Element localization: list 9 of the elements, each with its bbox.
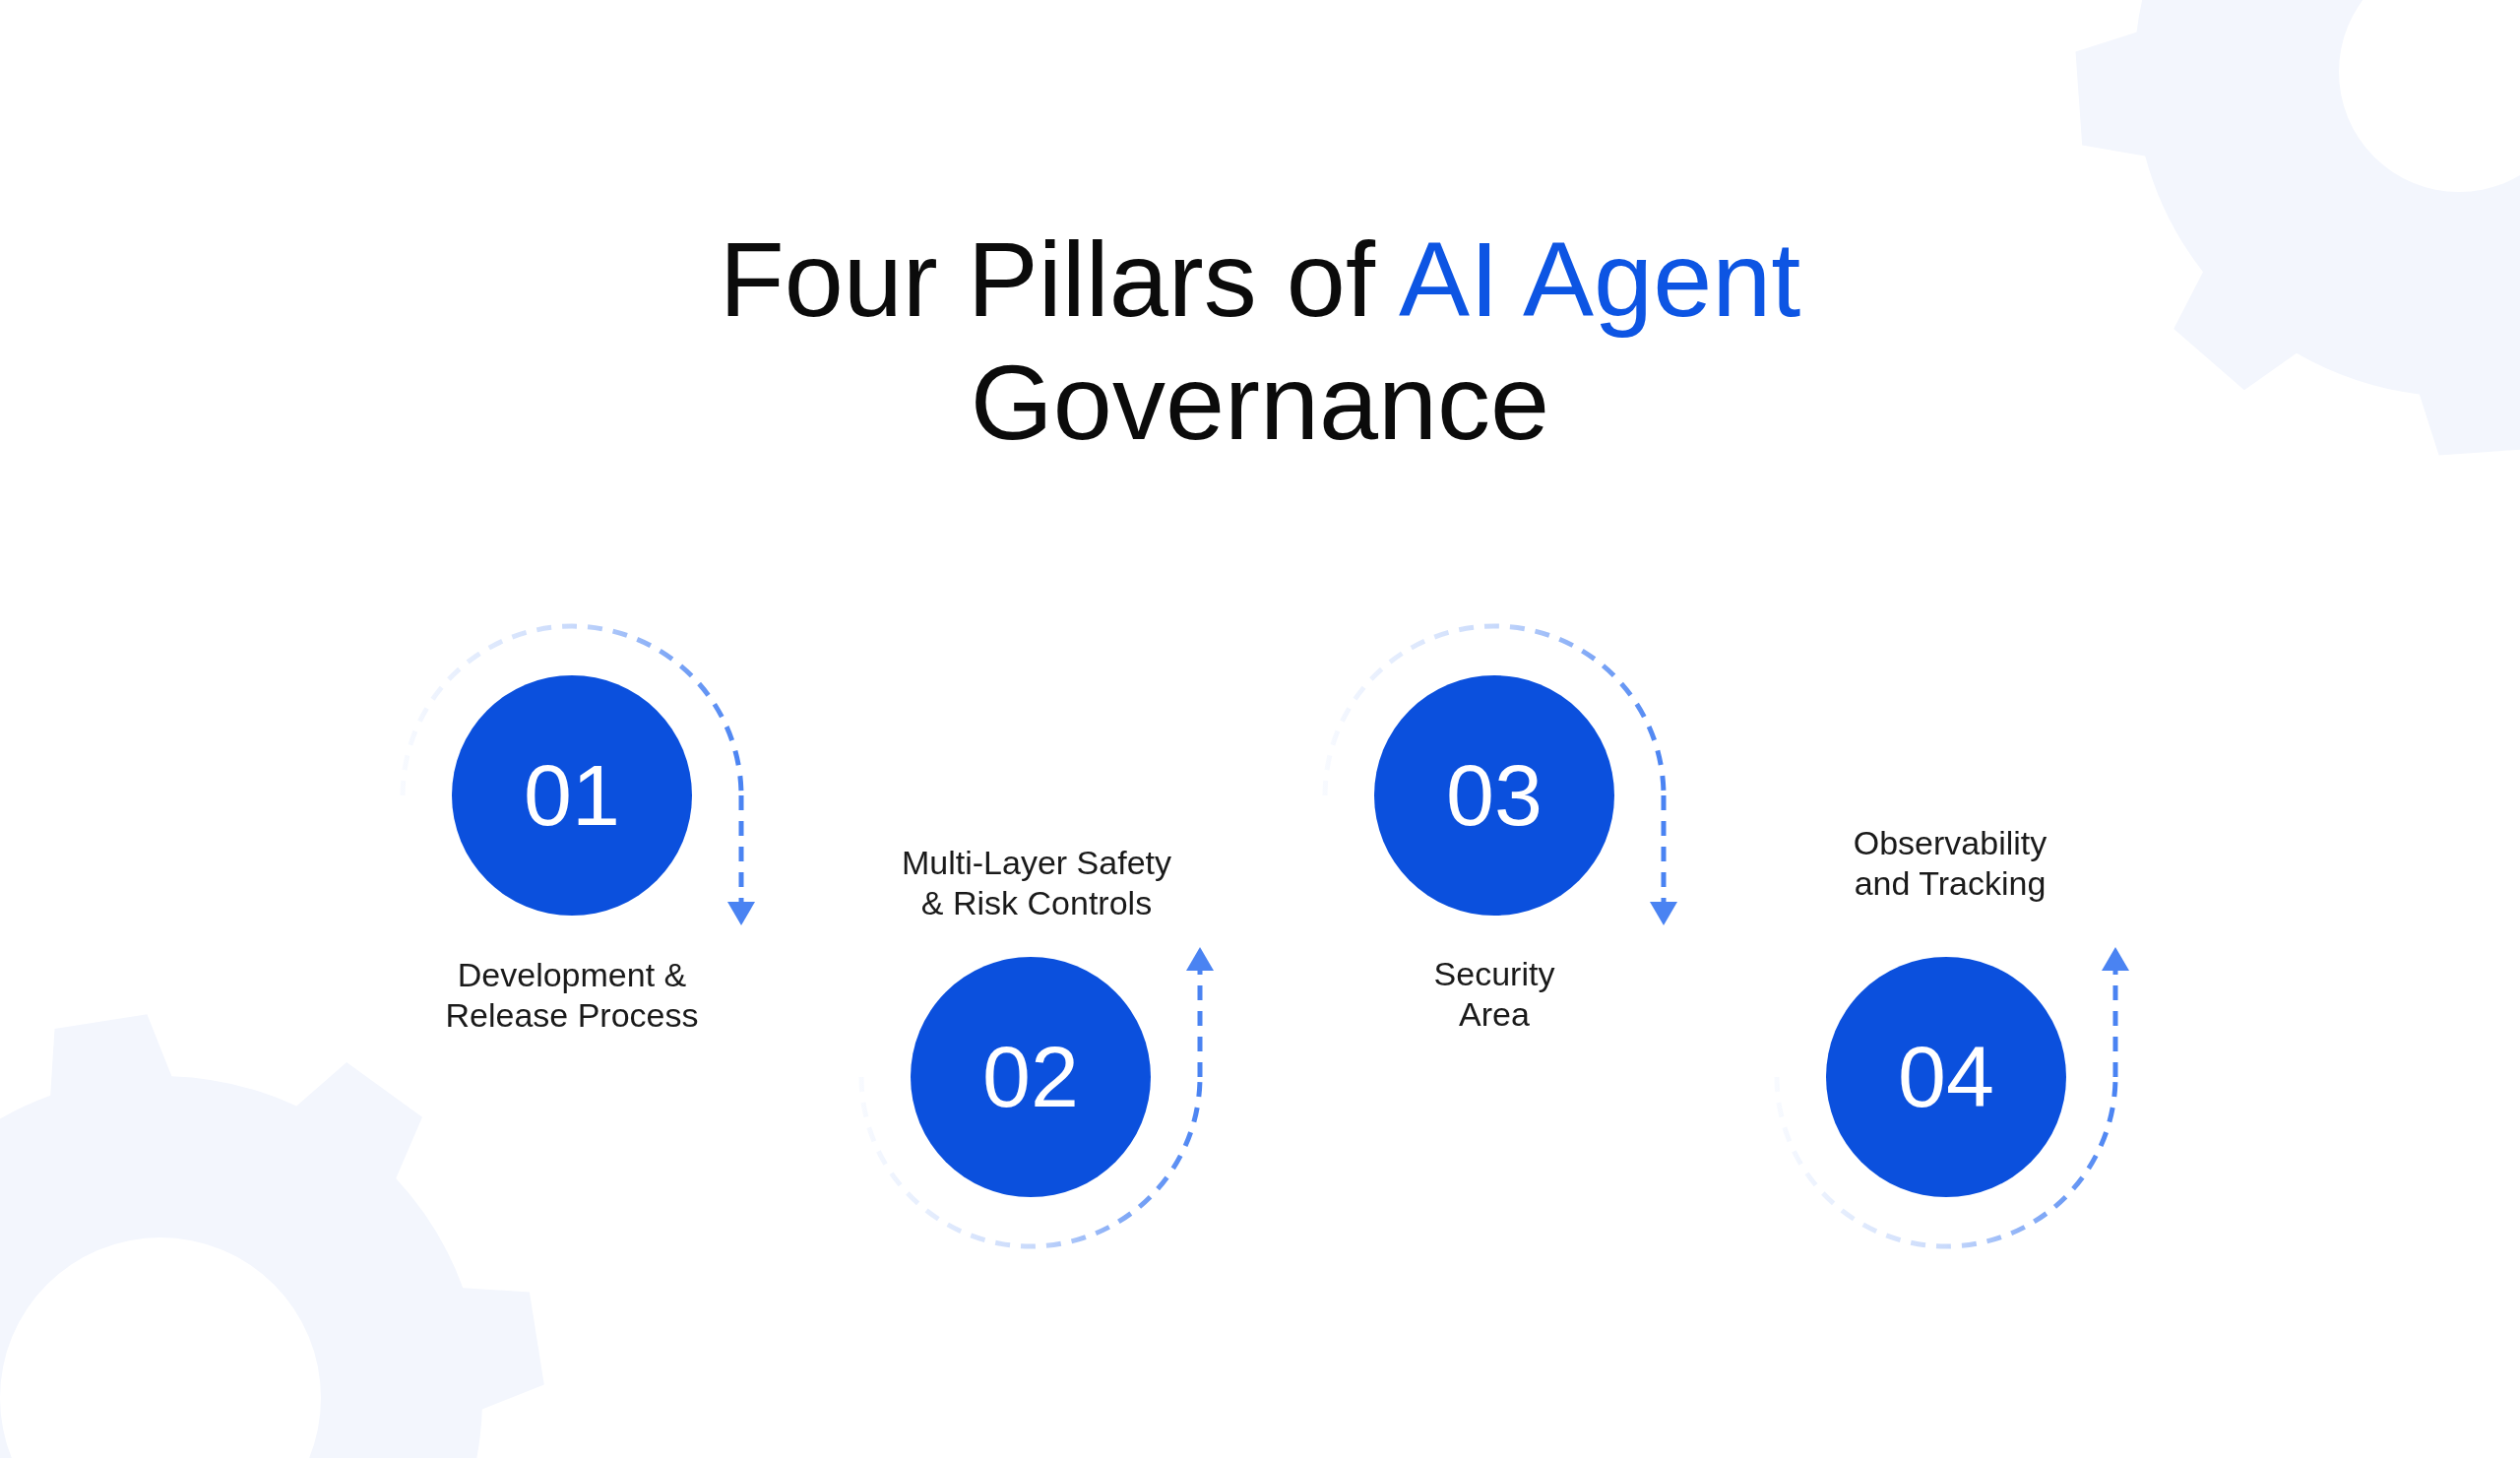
pillar-label: Development & Release Process bbox=[445, 956, 699, 1034]
pillar-label: Observability and Tracking bbox=[1853, 824, 2048, 902]
number-circle: 02 bbox=[911, 957, 1151, 1197]
pillar-label: Multi-Layer Safety & Risk Controls bbox=[902, 844, 1171, 921]
title: Four Pillars of AI Agent Governance bbox=[719, 220, 1801, 462]
number-circle: 04 bbox=[1826, 957, 2066, 1197]
number-circle: 01 bbox=[452, 675, 692, 916]
pillar-label: Security Area bbox=[1433, 955, 1555, 1033]
number-circle: 03 bbox=[1374, 675, 1614, 916]
